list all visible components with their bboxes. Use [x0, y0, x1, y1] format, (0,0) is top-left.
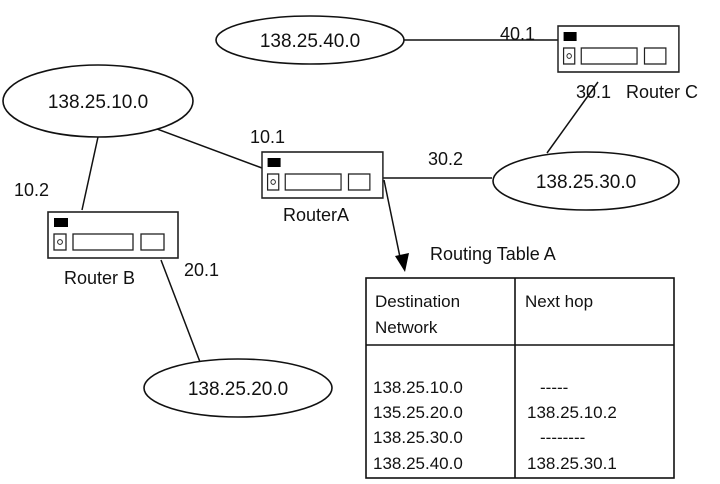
table-row-destination: 135.25.20.0	[373, 403, 463, 422]
router-b-icon	[47, 211, 179, 259]
link-routerA-table-arrow	[383, 179, 402, 263]
router-b-ip-right: 20.1	[184, 260, 219, 280]
network-label-n20: 138.25.20.0	[188, 379, 288, 400]
link-n10-routerB	[81, 136, 99, 211]
router-c-name: Router C	[626, 82, 698, 102]
link-routerC-n30	[546, 81, 599, 154]
routing-table-title: Routing Table A	[430, 244, 556, 264]
router-a-name: RouterA	[283, 205, 349, 225]
router-c-icon	[557, 25, 680, 73]
router-c-ip-top: 40.1	[500, 24, 535, 44]
router-c-ip-bottom: 30.1	[576, 82, 611, 102]
table-row-destination: 138.25.40.0	[373, 454, 463, 473]
table-row-next-hop: --------	[540, 428, 585, 447]
network-ellipse-n10	[2, 64, 194, 138]
network-ellipse-n30	[492, 151, 680, 211]
table-row-destination: 138.25.10.0	[373, 378, 463, 397]
network-label-n40: 138.25.40.0	[260, 31, 360, 52]
table-header-next-hop: Next hop	[525, 292, 593, 311]
link-routerB-n20	[160, 259, 201, 363]
table-row-next-hop: -----	[540, 378, 568, 397]
table-row-destination: 138.25.30.0	[373, 428, 463, 447]
table-header-destination-line1: Destination	[375, 292, 460, 311]
network-label-n10: 138.25.10.0	[48, 92, 148, 113]
table-row-next-hop: 138.25.10.2	[527, 403, 617, 422]
network-ellipse-n40	[215, 15, 405, 65]
arrow-head-icon	[395, 253, 409, 272]
network-label-n30: 138.25.30.0	[536, 172, 636, 193]
router-a-ip-right: 30.2	[428, 149, 463, 169]
router-b-ip-top: 10.2	[14, 180, 49, 200]
router-a-ip-left: 10.1	[250, 127, 285, 147]
table-header-destination-line2: Network	[375, 318, 438, 337]
router-a-icon	[261, 151, 384, 199]
table-row-next-hop: 138.25.30.1	[527, 454, 617, 473]
network-ellipse-n20	[143, 358, 333, 418]
router-b-name: Router B	[64, 268, 135, 288]
routing-table: Destination Network Next hop 138.25.10.0…	[365, 277, 675, 479]
